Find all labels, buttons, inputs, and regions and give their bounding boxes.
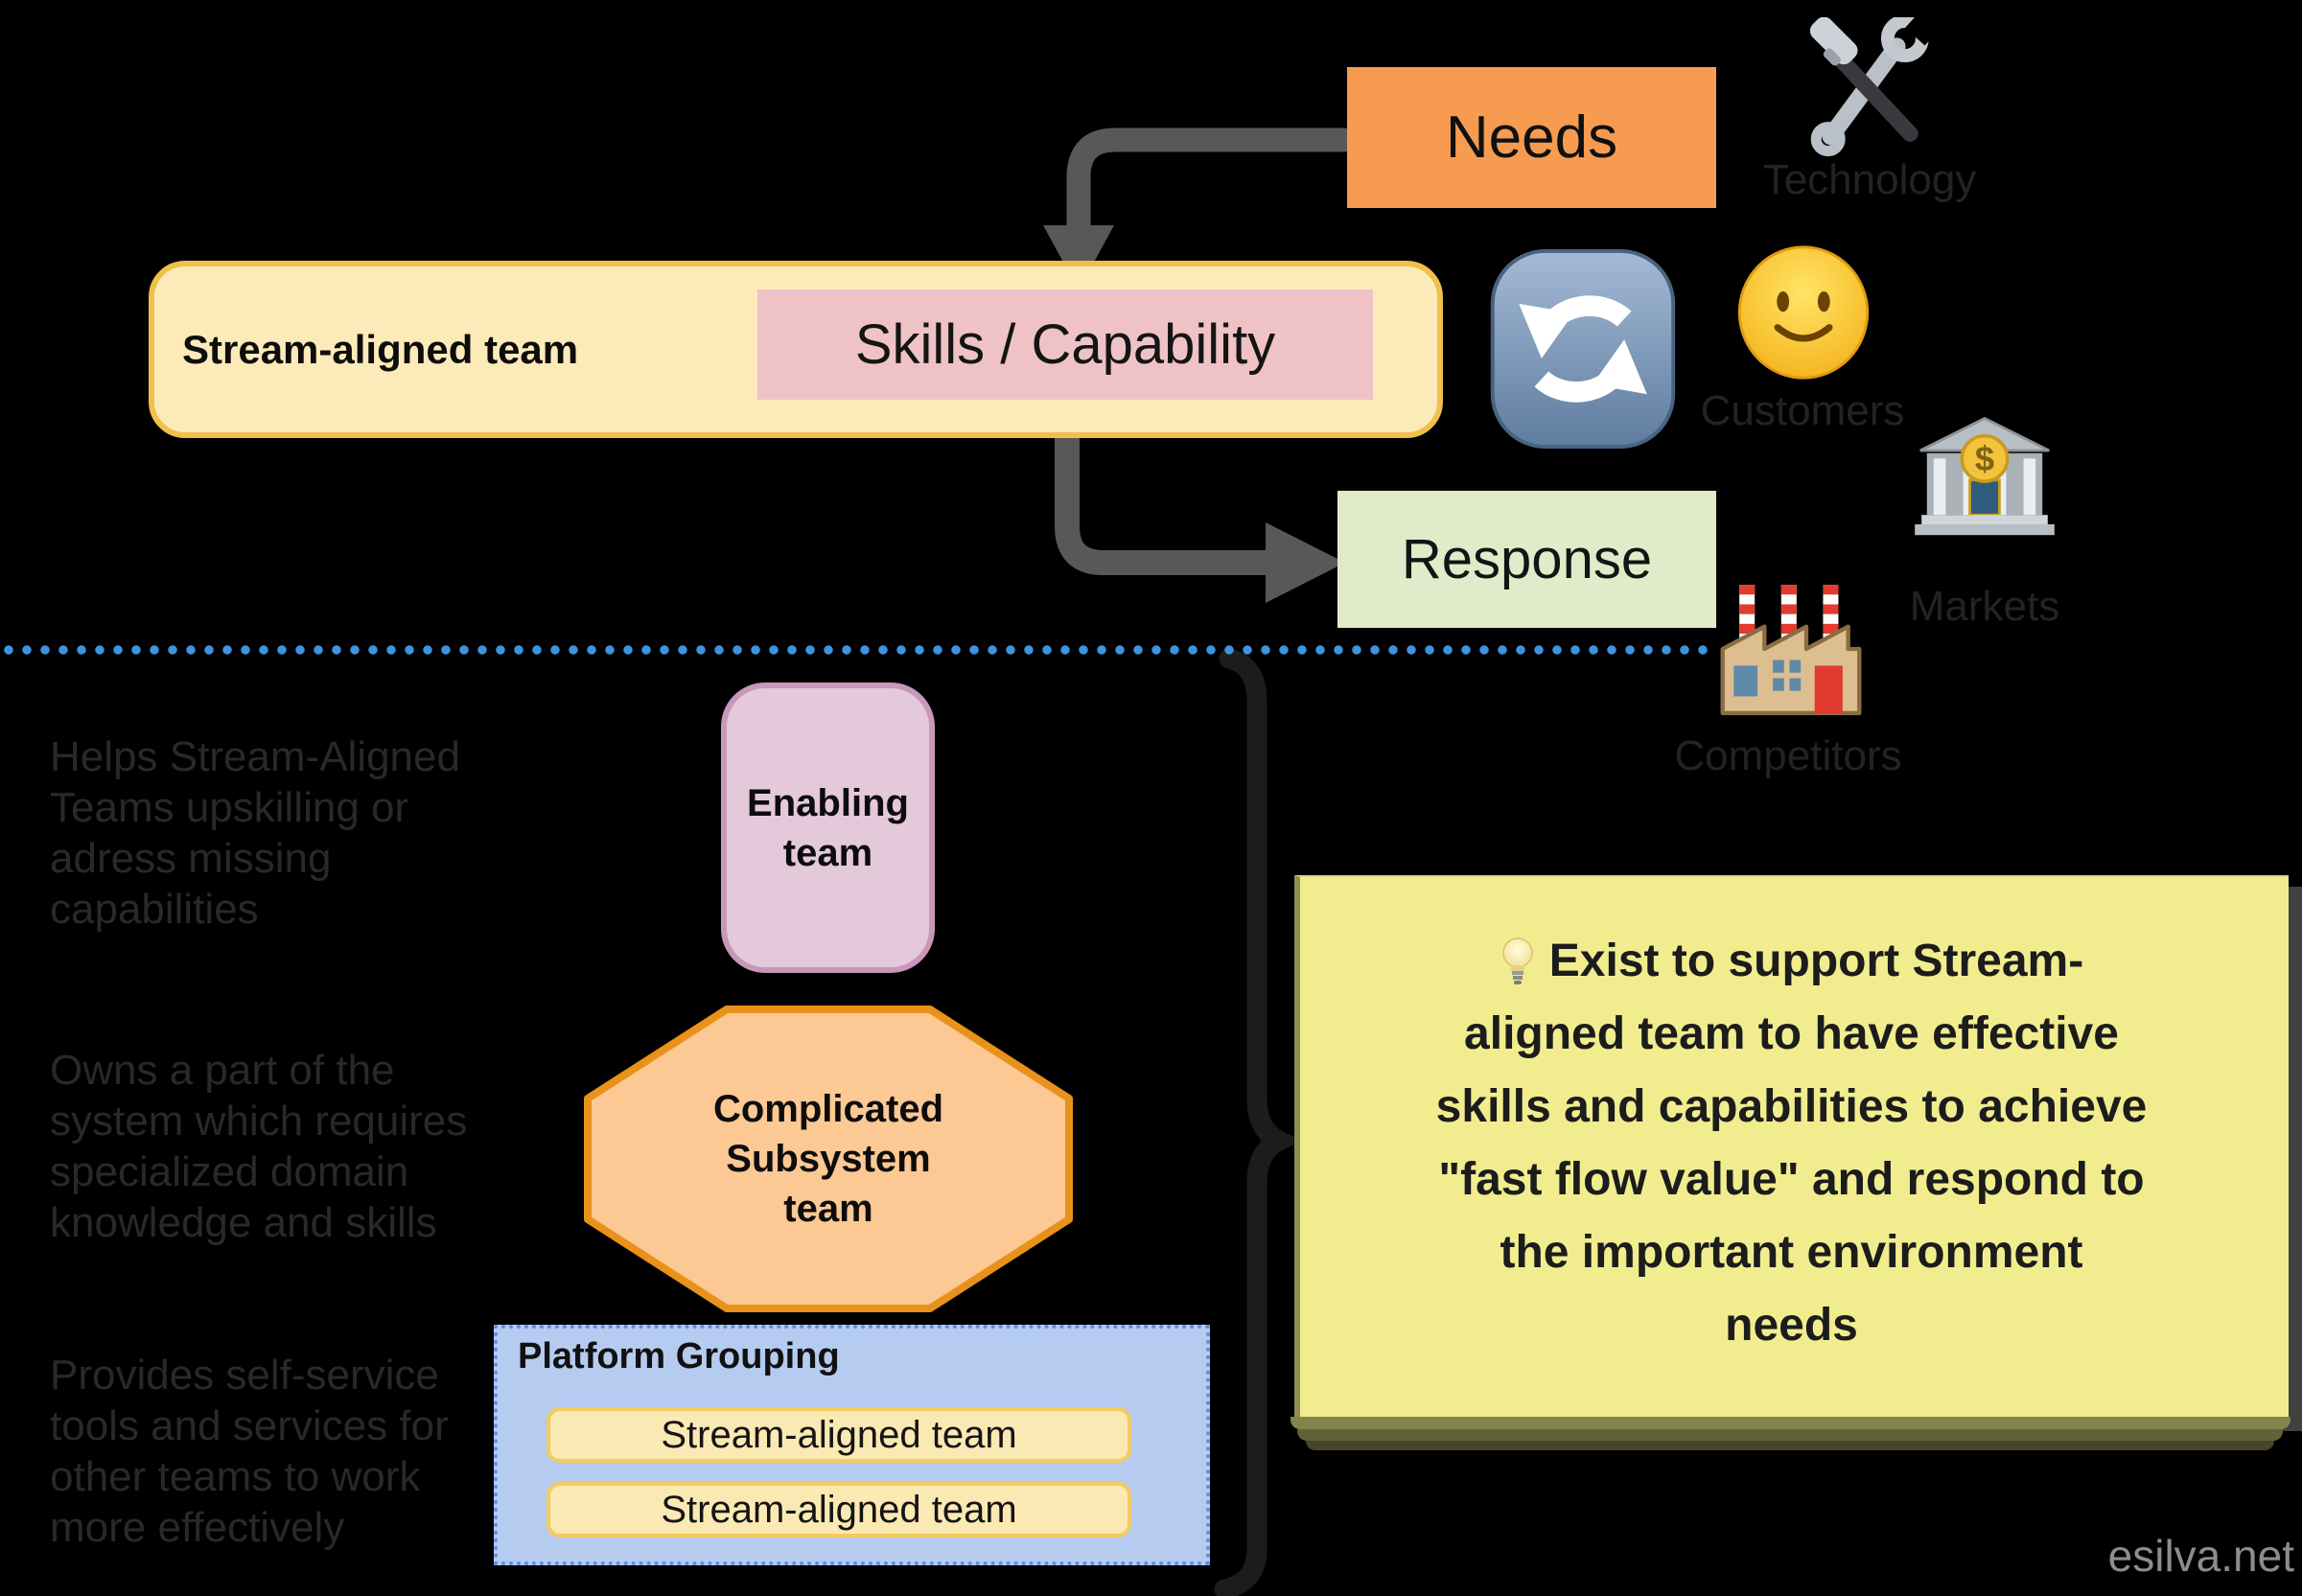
platform-description: Provides self-service tools and services… (50, 1352, 449, 1551)
section-divider (0, 644, 1716, 656)
support-note (1294, 875, 2289, 1417)
complicated-subsystem-octagon (584, 1006, 1073, 1312)
note-text: Exist to support Stream- aligned team to… (1435, 936, 2148, 1351)
enabling-team-box (721, 682, 935, 973)
markets-bank-icon: $ (1915, 416, 2055, 536)
markets-label: Markets (1909, 583, 2060, 630)
enabling-team-label: Enabling team (747, 781, 909, 874)
lightbulb-icon (1502, 937, 1533, 984)
note-page-strip (1291, 1417, 2290, 1429)
note-page-strip (1297, 1429, 2283, 1441)
competitors-factory-icon (1720, 585, 1862, 716)
customers-smiley-icon (1737, 245, 1870, 380)
complicated-subsystem-label: Complicated Subsystem team (712, 1088, 944, 1230)
needs-box: Needs (1347, 67, 1716, 208)
response-label: Response (1401, 528, 1653, 590)
note-page-strip (1306, 1441, 2274, 1450)
curly-brace-icon (1214, 648, 1303, 1596)
competitors-label: Competitors (1674, 732, 1902, 779)
platform-stream-team-2: Stream-aligned team (546, 1482, 1131, 1538)
svg-text:$: $ (1975, 439, 1994, 478)
customers-label: Customers (1700, 387, 1905, 434)
enabling-description: Helps Stream-Aligned Teams upskilling or… (50, 733, 460, 933)
watermark: esilva.net (2107, 1531, 2294, 1581)
stream-aligned-label: Stream-aligned team (182, 326, 579, 372)
skills-capability-box: Skills / Capability (757, 289, 1373, 400)
technology-label: Technology (1762, 156, 1977, 203)
counterclockwise-arrows-icon (1490, 248, 1676, 450)
platform-grouping-title: Platform Grouping (518, 1336, 840, 1376)
complicated-subsystem-description: Owns a part of the system which requires… (50, 1047, 468, 1246)
needs-label: Needs (1445, 104, 1618, 171)
hammer-wrench-icon (1809, 17, 1937, 157)
platform-stream-team-1: Stream-aligned team (546, 1407, 1131, 1463)
response-box: Response (1337, 491, 1716, 628)
skills-capability-label: Skills / Capability (854, 313, 1276, 376)
